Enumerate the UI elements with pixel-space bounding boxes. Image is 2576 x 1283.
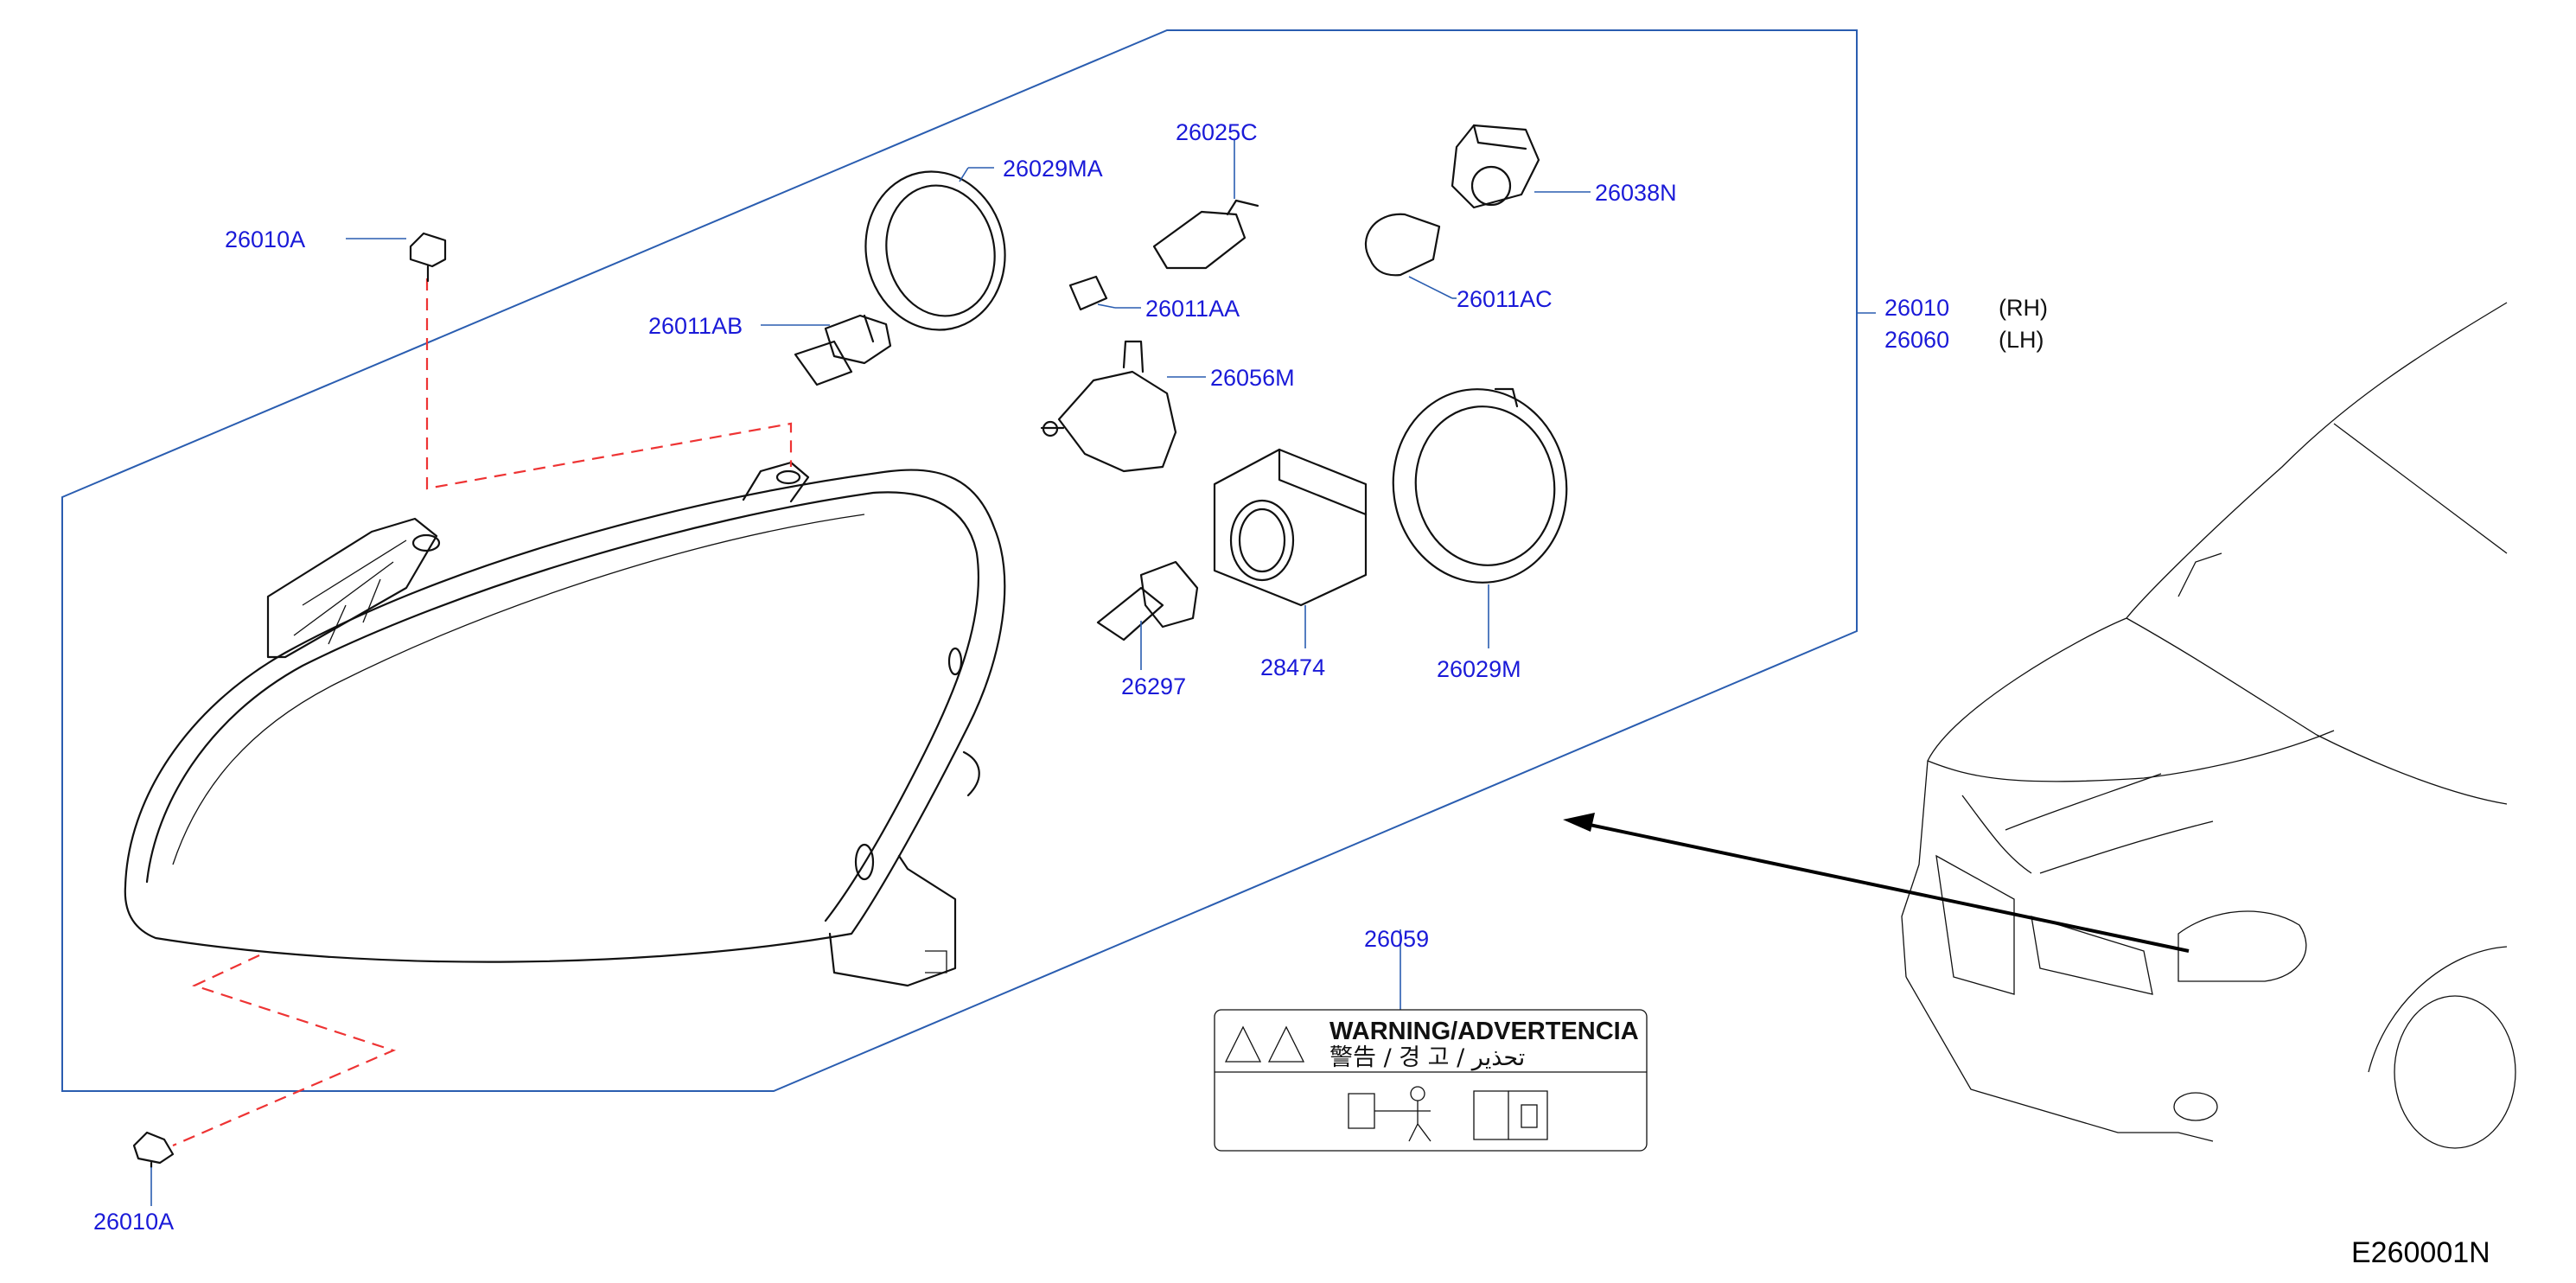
- label-bolt-lower: 26010A: [93, 1209, 174, 1235]
- bolt-lower-guide: [172, 954, 397, 1147]
- bolt-upper-guide: [425, 278, 793, 490]
- direction-arrow: [1563, 813, 2190, 953]
- label-bolt-upper: 26010A: [225, 227, 305, 252]
- warning-subtitle: 警告 / 경 고 / تحذير: [1329, 1044, 1525, 1071]
- label-ring-lower: 26029M: [1437, 656, 1521, 682]
- bulb-small-icon[interactable]: [1068, 275, 1108, 311]
- assembly-boundary: [61, 29, 1858, 1092]
- socket-small-icon[interactable]: [1152, 199, 1259, 270]
- label-ring-upper: 26029MA: [1003, 156, 1103, 182]
- bulb-h7-icon[interactable]: [794, 314, 892, 386]
- label-socket-turn: 26038N: [1595, 180, 1677, 206]
- diagram-code: E260001N: [2351, 1236, 2490, 1269]
- label-bulb-h7: 26011AB: [648, 313, 743, 339]
- assembly-rh-side: (RH): [1999, 295, 2048, 321]
- assembly-lh-number: 26060: [1884, 327, 1949, 353]
- warning-label-plate[interactable]: WARNING/ADVERTENCIA 警告 / 경 고 / تحذير: [1214, 1009, 1648, 1152]
- bulb-hid-icon[interactable]: [1096, 560, 1199, 642]
- leveling-motor-icon[interactable]: [1040, 340, 1177, 473]
- headlamp-housing[interactable]: [124, 461, 1006, 987]
- assembly-lh-side: (LH): [1999, 327, 2044, 353]
- label-bulb-small: 26011AA: [1145, 296, 1240, 322]
- bolt-upper-icon[interactable]: [409, 232, 447, 283]
- label-bulb-hid: 26297: [1121, 673, 1186, 699]
- label-ballast: 28474: [1260, 654, 1325, 680]
- bolt-lower-icon[interactable]: [132, 1131, 175, 1169]
- manual-info-icon: [1473, 1090, 1548, 1140]
- label-leveling-motor: 26056M: [1210, 365, 1295, 391]
- vehicle-outline: [1901, 302, 2516, 1149]
- label-bulb-turn: 26011AC: [1457, 286, 1553, 312]
- retaining-ring-lower[interactable]: [1380, 378, 1578, 594]
- retaining-ring-upper[interactable]: [851, 158, 1020, 342]
- socket-turn-icon[interactable]: [1451, 124, 1540, 209]
- leader-lines: [150, 140, 1876, 1206]
- shock-triangle-icon: [1267, 1025, 1305, 1063]
- warning-triangle-icon: [1224, 1025, 1262, 1063]
- assembly-rh-number: 26010: [1884, 295, 1949, 321]
- label-socket-small: 26025C: [1176, 119, 1258, 145]
- label-warning-part: 26059: [1364, 926, 1429, 952]
- warning-title: WARNING/ADVERTENCIA: [1329, 1018, 1639, 1045]
- bulb-turn-icon[interactable]: [1365, 213, 1441, 277]
- ballast-icon[interactable]: [1213, 448, 1368, 607]
- high-voltage-person-icon: [1348, 1086, 1431, 1142]
